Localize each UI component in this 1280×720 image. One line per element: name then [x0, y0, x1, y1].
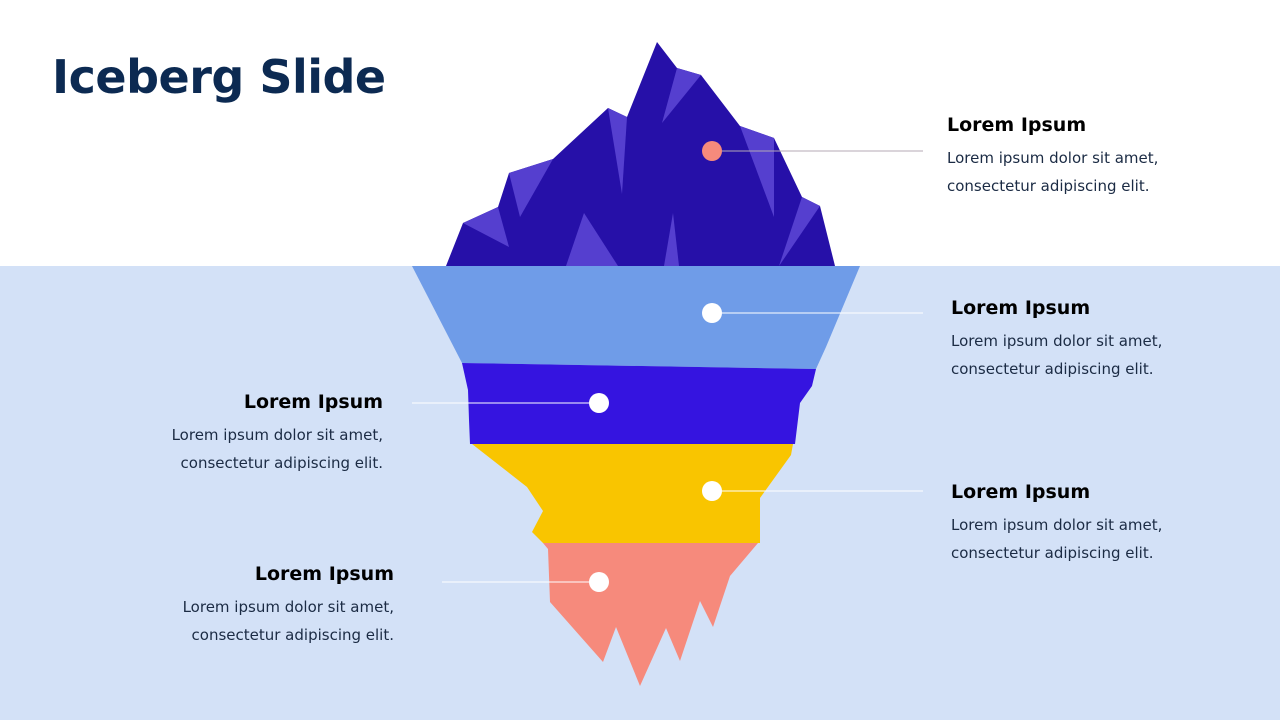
block-line: consectetur adipiscing elit.	[947, 177, 1150, 195]
marker-dot-2	[702, 303, 722, 323]
block-line: consectetur adipiscing elit.	[951, 360, 1154, 378]
text-block-2: Lorem Ipsum Lorem ipsum dolor sit amet, …	[951, 297, 1211, 383]
marker-dot-5	[589, 572, 609, 592]
block-title: Lorem Ipsum	[951, 481, 1091, 503]
marker-dot-4	[702, 481, 722, 501]
block-title: Lorem Ipsum	[947, 114, 1087, 136]
block-line: Lorem ipsum dolor sit amet,	[182, 598, 394, 616]
block-line: Lorem ipsum dolor sit amet,	[947, 149, 1159, 167]
slide-title: Iceberg Slide	[52, 50, 386, 104]
iceberg-layer-4	[543, 543, 758, 686]
block-title: Lorem Ipsum	[254, 563, 394, 585]
block-line: consectetur adipiscing elit.	[191, 626, 394, 644]
iceberg-layer-1	[412, 266, 860, 369]
text-block-1: Lorem Ipsum Lorem ipsum dolor sit amet, …	[947, 114, 1207, 200]
block-line: Lorem ipsum dolor sit amet,	[171, 426, 383, 444]
block-line: Lorem ipsum dolor sit amet,	[951, 516, 1163, 534]
block-line: Lorem ipsum dolor sit amet,	[951, 332, 1163, 350]
text-block-5: Lorem Ipsum Lorem ipsum dolor sit amet, …	[134, 563, 394, 649]
iceberg-layer-3	[472, 444, 793, 543]
block-line: consectetur adipiscing elit.	[180, 454, 383, 472]
iceberg-layer-2	[462, 363, 816, 444]
marker-dot-1	[702, 141, 722, 161]
text-block-3: Lorem Ipsum Lorem ipsum dolor sit amet, …	[123, 391, 383, 477]
block-line: consectetur adipiscing elit.	[951, 544, 1154, 562]
marker-dot-3	[589, 393, 609, 413]
iceberg-tip	[446, 42, 835, 266]
iceberg-facets	[463, 68, 820, 266]
block-title: Lorem Ipsum	[951, 297, 1091, 319]
text-block-4: Lorem Ipsum Lorem ipsum dolor sit amet, …	[951, 481, 1211, 567]
block-title: Lorem Ipsum	[243, 391, 383, 413]
